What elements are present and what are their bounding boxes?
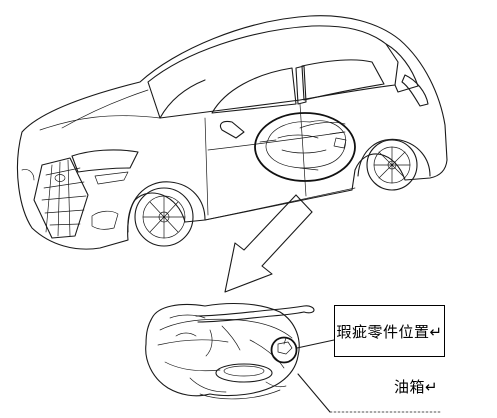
defect-location-label: 瑕疵零件位置↵ (334, 305, 445, 357)
tank-leader-line (297, 373, 331, 413)
car-illustration (17, 15, 448, 250)
zoom-arrow (224, 194, 313, 293)
defect-highlight-circle (270, 336, 298, 364)
fuel-tank-illustration (145, 303, 315, 400)
defect-leader-line (296, 339, 335, 349)
fuel-tank-label: 油箱↵ (394, 378, 439, 396)
car-fuel-tank-callout (254, 112, 356, 182)
